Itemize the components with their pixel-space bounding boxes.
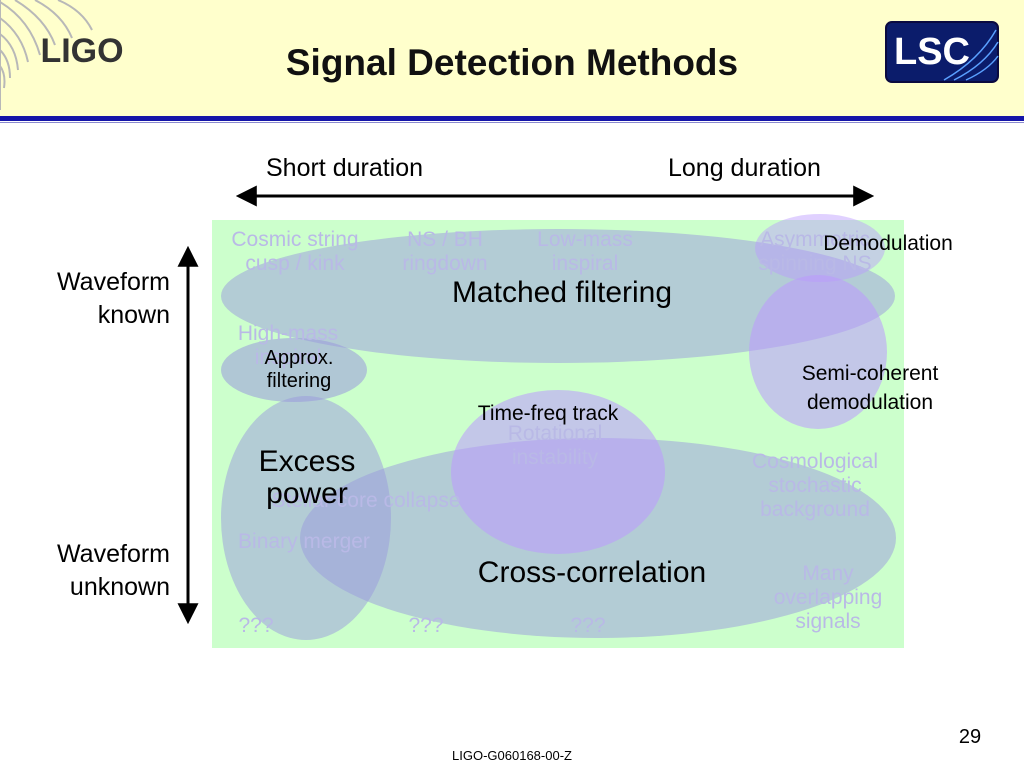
source-stellar-core-collapse: Stellar core collapse bbox=[271, 489, 461, 512]
source-cosmological-background: Cosmological stochastic background bbox=[730, 450, 900, 522]
source-cosmic-string-line2: cusp / kink bbox=[245, 252, 345, 276]
source-cosmic-string: Cosmic string cusp / kink bbox=[210, 228, 380, 276]
source-low-mass-inspiral: Low-mass inspiral bbox=[515, 228, 655, 276]
method-excess-line2: power bbox=[266, 477, 348, 511]
semi-coherent-ellipse bbox=[749, 275, 887, 429]
source-many-overlapping: Many overlapping signals bbox=[750, 562, 906, 634]
method-cross-correlation: Cross-correlation bbox=[477, 556, 707, 589]
method-excess-power: Excess power bbox=[240, 445, 374, 511]
demodulation-ellipse bbox=[755, 214, 885, 282]
method-semi-coherent-line2: demodulation bbox=[806, 391, 934, 415]
source-high-mass-line2: inspiral bbox=[254, 346, 322, 370]
short-duration-label: Short duration bbox=[266, 154, 424, 182]
source-cosmological-line3: background bbox=[760, 498, 870, 522]
source-asymmetric-ns: Asymmetric spinning NS bbox=[740, 228, 890, 276]
method-approx-filtering: Approx. filtering bbox=[236, 347, 362, 393]
source-cosmological-line1: Cosmological bbox=[751, 450, 879, 473]
source-asymmetric-line1: Asymmetric bbox=[760, 228, 870, 251]
source-ns-bh-line1: NS / BH bbox=[407, 228, 483, 251]
method-approx-line1: Approx. bbox=[264, 347, 334, 369]
ligo-logo: LIGO bbox=[0, 0, 124, 110]
source-binary-merger: Binary merger bbox=[238, 530, 370, 553]
source-unknown-2: ??? bbox=[408, 614, 444, 637]
source-rotational-instability: Rotational instability bbox=[480, 422, 630, 470]
excess-power-ellipse bbox=[221, 396, 391, 640]
source-high-mass-inspiral: High-mass inspiral bbox=[218, 322, 358, 370]
page-number: 29 bbox=[958, 726, 982, 748]
lsc-logo-text: LSC bbox=[894, 31, 970, 73]
method-demodulation: Demodulation bbox=[823, 232, 953, 255]
page-title: Signal Detection Methods bbox=[285, 42, 739, 83]
source-unknown-1: ??? bbox=[238, 614, 274, 637]
source-rotational-line1: Rotational bbox=[507, 422, 603, 445]
lsc-logo: LSC bbox=[885, 21, 999, 83]
header-band bbox=[0, 0, 1024, 118]
ligo-logo-text: LIGO bbox=[40, 32, 123, 70]
waveform-unknown-line2: unknown bbox=[69, 572, 170, 601]
source-unknown-3: ??? bbox=[570, 614, 606, 637]
header-rule bbox=[0, 116, 1024, 121]
source-many-line2: overlapping bbox=[773, 586, 883, 610]
source-low-mass-line1: Low-mass bbox=[537, 228, 633, 251]
method-time-freq-track: Time-freq track bbox=[477, 402, 619, 425]
waveform-known-line1: Waveform bbox=[57, 268, 170, 296]
source-many-line3: signals bbox=[795, 610, 861, 634]
approx-filtering-ellipse bbox=[221, 338, 367, 402]
time-freq-ellipse bbox=[451, 390, 665, 554]
method-semi-coherent-line1: Semi-coherent bbox=[801, 362, 939, 385]
source-ns-bh-ringdown: NS / BH ringdown bbox=[380, 228, 510, 276]
waveform-unknown-line1: Waveform bbox=[57, 540, 170, 568]
method-approx-line2: filtering bbox=[266, 370, 332, 392]
source-many-line1: Many bbox=[802, 562, 854, 585]
waveform-unknown-label: Waveform unknown bbox=[20, 538, 170, 603]
matched-filtering-ellipse bbox=[221, 229, 895, 363]
source-low-mass-line2: inspiral bbox=[551, 252, 619, 276]
method-matched-filtering: Matched filtering bbox=[451, 276, 673, 309]
source-high-mass-line1: High-mass bbox=[237, 322, 339, 345]
waveform-known-label: Waveform known bbox=[20, 266, 170, 331]
document-id: LIGO-G060168-00-Z bbox=[452, 748, 572, 763]
source-cosmological-line2: stochastic bbox=[768, 474, 862, 498]
source-ns-bh-line2: ringdown bbox=[402, 252, 488, 276]
method-excess-line1: Excess bbox=[258, 445, 356, 478]
header-rule-thin bbox=[0, 122, 1024, 123]
method-semi-coherent-demodulation: Semi-coherent demodulation bbox=[776, 359, 964, 418]
source-asymmetric-line2: spinning NS bbox=[758, 252, 872, 276]
waveform-known-line2: known bbox=[97, 300, 170, 329]
source-cosmic-string-line1: Cosmic string bbox=[231, 228, 359, 251]
long-duration-label: Long duration bbox=[668, 154, 821, 182]
source-rotational-line2: instability bbox=[511, 446, 599, 470]
